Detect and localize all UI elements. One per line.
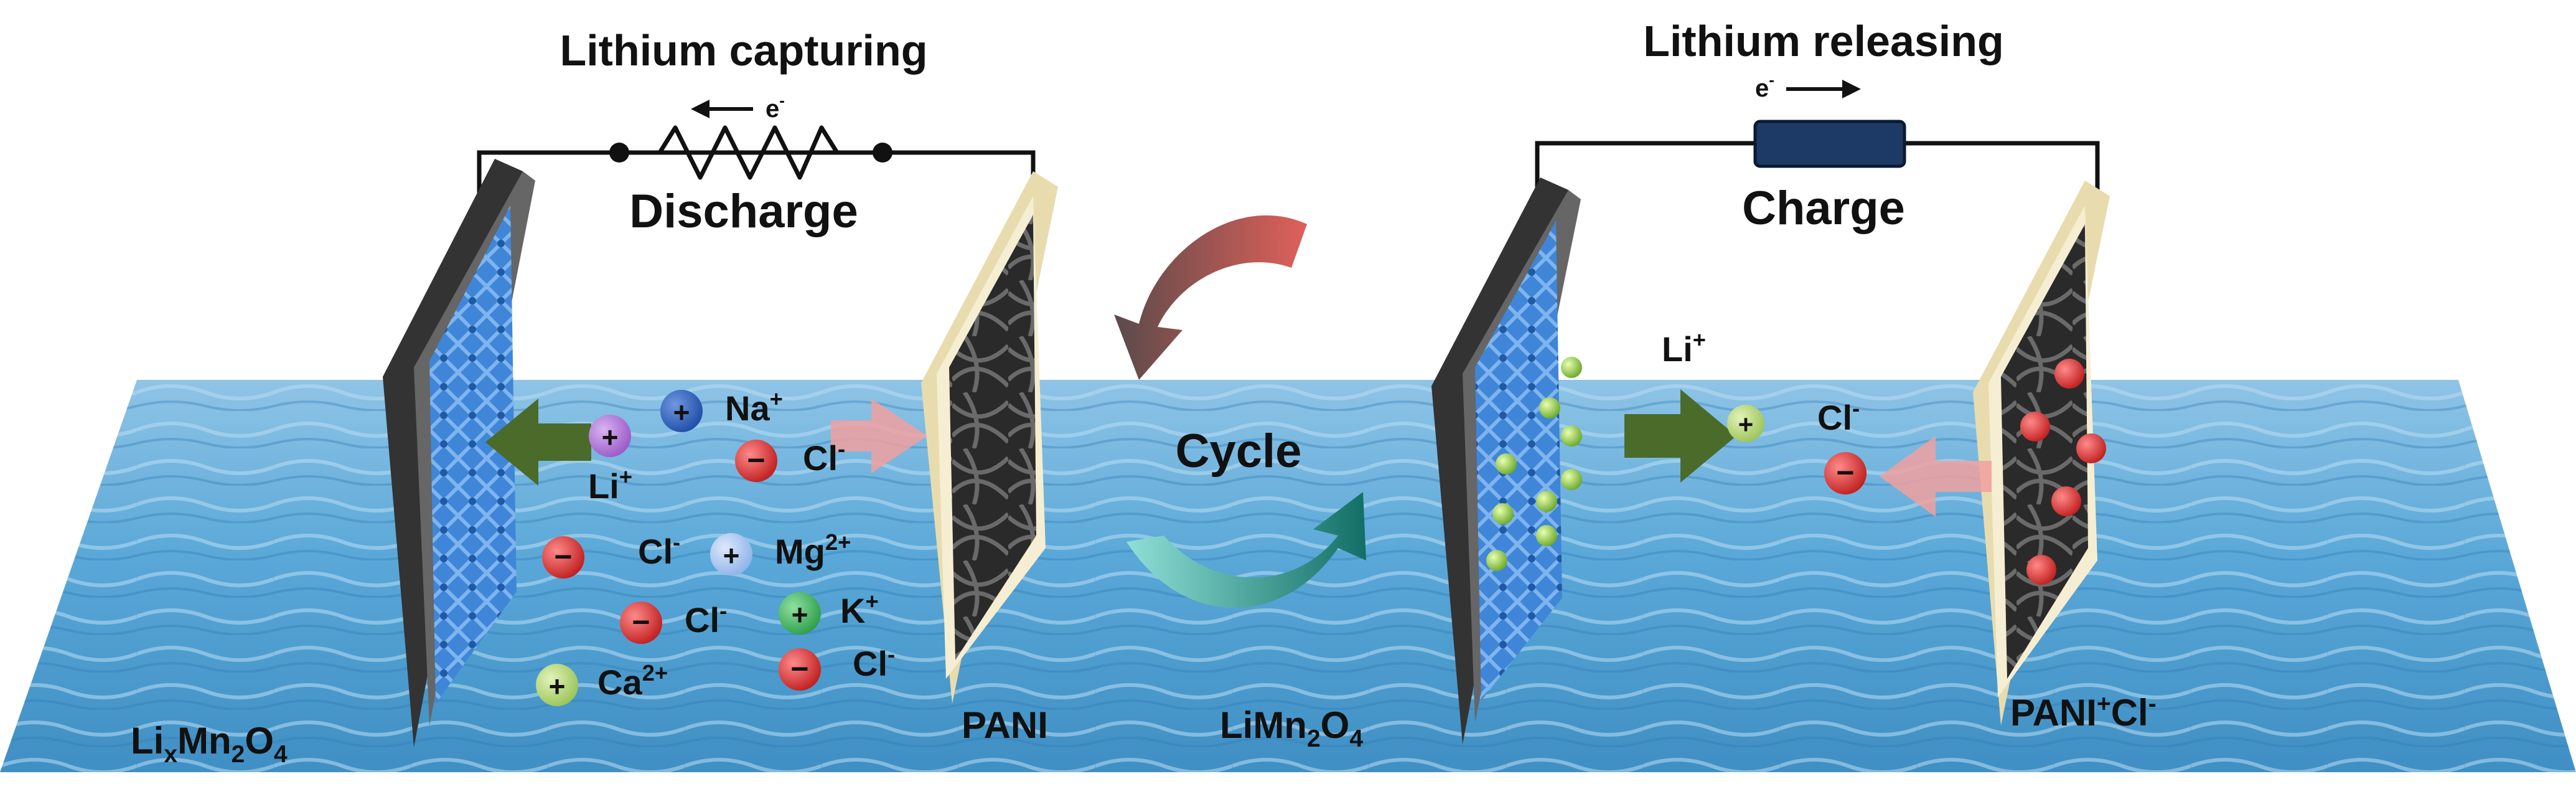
resistor-icon [629, 125, 874, 180]
ion-k: + K+ [779, 588, 879, 635]
cycle-icon: Cycle [1114, 215, 1366, 608]
svg-text:Cl-: Cl- [1817, 395, 1860, 437]
ion-mg: + Mg2+ [710, 529, 851, 575]
ion-ca: + Ca2+ [536, 660, 668, 706]
adsorbed-cl-dots [2020, 359, 2106, 585]
svg-text:+: + [723, 539, 740, 572]
right-electron-label: e- [1755, 70, 1774, 102]
svg-text:+: + [1738, 410, 1754, 439]
cycle-arrow-bottom [1126, 492, 1366, 608]
ion-cl-4: − Cl- [779, 641, 895, 691]
svg-text:+: + [549, 670, 566, 702]
svg-text:+: + [792, 598, 808, 631]
right-ion-li: + Li+ [1662, 327, 1764, 442]
svg-text:−: − [554, 539, 572, 574]
ion-na: + Na+ [660, 386, 783, 432]
left-li-arrow [485, 399, 591, 486]
svg-text:Cl-: Cl- [685, 598, 727, 640]
right-ion-cl: − Cl- [1817, 395, 1866, 494]
right-cell: e- Lithium releasing Charge [1220, 17, 2157, 752]
svg-text:Cl-: Cl- [853, 641, 895, 683]
svg-text:+: + [602, 421, 619, 453]
charger-box-icon [1753, 120, 1906, 168]
left-wire-node [609, 143, 629, 163]
svg-text:Li+: Li+ [588, 464, 632, 506]
svg-text:+: + [673, 396, 690, 428]
right-li-arrow [1624, 389, 1736, 483]
right-lmo-electrode [1431, 177, 1582, 744]
intercalated-li-dots [1486, 357, 1582, 571]
left-cl-arrow [831, 399, 927, 473]
right-title: Lithium releasing [1643, 17, 2004, 65]
ion-cl-1: − Cl- [735, 436, 845, 482]
svg-text:Ca2+: Ca2+ [597, 660, 668, 702]
ion-cl-2: − Cl- [542, 529, 680, 579]
left-mode-label: Discharge [629, 185, 858, 238]
left-wire-node [873, 143, 892, 163]
cycle-label: Cycle [1176, 425, 1302, 478]
right-mode-label: Charge [1742, 182, 1905, 235]
right-lmo-label: LiMn2O4 [1220, 704, 1363, 752]
right-electron-arrowhead [1842, 80, 1861, 98]
right-pani-label: PANI+Cl- [2010, 691, 2157, 734]
right-pani-electrode [1973, 181, 2110, 725]
left-lmo-label: LixMn2O4 [131, 720, 288, 768]
left-pani-label: PANI [962, 704, 1048, 746]
left-pani-electrode [921, 171, 1058, 704]
cycle-arrow-top [1114, 215, 1307, 380]
svg-text:−: − [747, 443, 765, 478]
svg-text:−: − [1836, 455, 1854, 490]
left-electron-arrowhead [691, 100, 710, 118]
ion-li: + Li+ [588, 415, 632, 506]
right-cl-arrow [1880, 436, 1992, 517]
ion-cl-3: − Cl- [620, 598, 727, 644]
svg-text:Na+: Na+ [725, 386, 783, 428]
svg-text:Mg2+: Mg2+ [775, 529, 851, 571]
left-electron-label: e- [766, 91, 785, 123]
left-lmo-electrode [383, 159, 535, 747]
svg-text:K+: K+ [840, 588, 879, 630]
left-title: Lithium capturing [560, 26, 927, 75]
svg-text:−: − [632, 605, 650, 640]
svg-text:Cl-: Cl- [803, 436, 845, 478]
svg-text:−: − [790, 651, 808, 686]
svg-text:Cl-: Cl- [638, 529, 680, 571]
left-cell: e- Lithium capturing Discharge + Na+ + [131, 26, 1058, 768]
svg-text:Li+: Li+ [1662, 327, 1706, 369]
